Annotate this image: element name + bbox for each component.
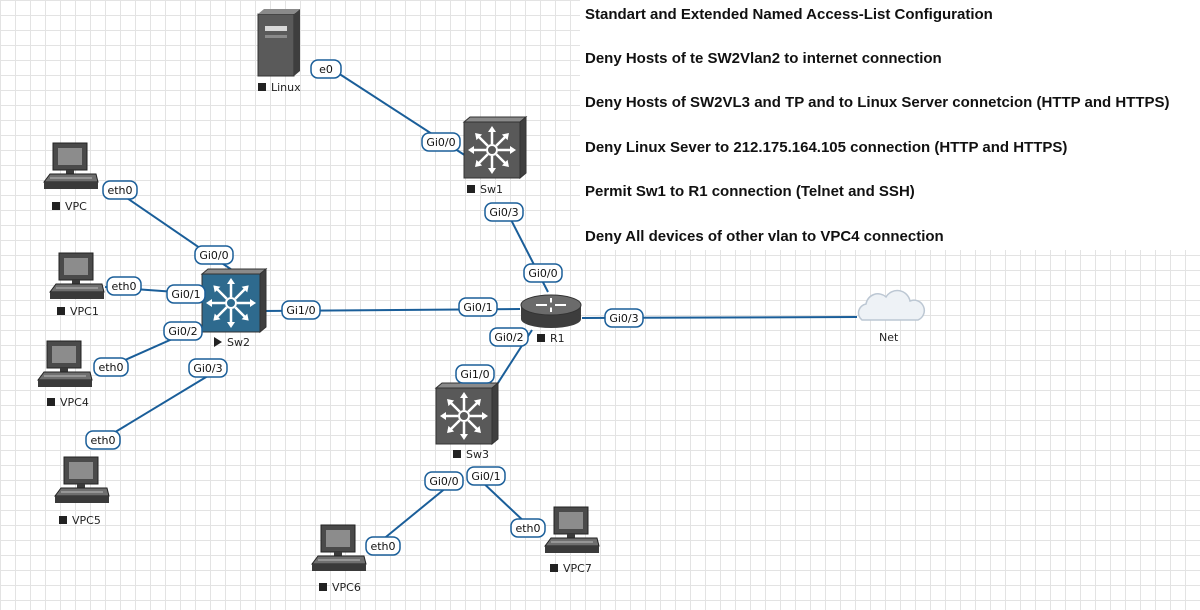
port-label-sw2-gi1-0[interactable]: Gi1/0 — [281, 300, 321, 320]
svg-text:Gi0/1: Gi0/1 — [171, 288, 200, 301]
svg-text:Gi0/1: Gi0/1 — [463, 301, 492, 314]
note-rule-1: Deny Hosts of te SW2Vlan2 to internet co… — [585, 50, 942, 67]
pc-icon — [49, 252, 105, 299]
status-square-icon — [59, 516, 67, 524]
status-square-icon — [57, 307, 65, 315]
port-label-r1-gi0-0[interactable]: Gi0/0 — [523, 263, 563, 283]
note-title: Standart and Extended Named Access-List … — [585, 6, 993, 23]
status-square-icon — [467, 185, 475, 193]
svg-text:eth0: eth0 — [98, 361, 123, 374]
status-square-icon — [47, 398, 55, 406]
status-square-icon — [537, 334, 545, 342]
node-r1[interactable]: R1 — [520, 294, 582, 345]
running-icon — [214, 337, 222, 347]
port-label-vpc-eth0[interactable]: eth0 — [102, 180, 138, 200]
port-label-sw3-gi1-0[interactable]: Gi1/0 — [455, 364, 495, 384]
node-label: Sw1 — [480, 183, 503, 196]
status-square-icon — [52, 202, 60, 210]
port-label-r1-gi0-1[interactable]: Gi0/1 — [458, 297, 498, 317]
node-label: R1 — [550, 332, 565, 345]
svg-text:Gi0/2: Gi0/2 — [168, 325, 197, 338]
svg-text:Gi0/3: Gi0/3 — [193, 362, 222, 375]
node-vpc5[interactable]: VPC5 — [54, 456, 110, 527]
svg-text:Gi0/3: Gi0/3 — [489, 206, 518, 219]
svg-text:Gi1/0: Gi1/0 — [286, 304, 315, 317]
port-label-sw2-gi0-0[interactable]: Gi0/0 — [194, 245, 234, 265]
node-label: VPC5 — [72, 514, 101, 527]
port-label-vpc5-eth0[interactable]: eth0 — [85, 430, 121, 450]
svg-text:Gi0/0: Gi0/0 — [528, 267, 557, 280]
node-vpc[interactable]: VPC — [43, 142, 99, 213]
cloud-icon — [857, 289, 926, 321]
port-label-vpc4-eth0[interactable]: eth0 — [93, 357, 129, 377]
port-label-r1-gi0-2[interactable]: Gi0/2 — [489, 327, 529, 347]
svg-text:Gi0/3: Gi0/3 — [609, 312, 638, 325]
pc-icon — [311, 524, 367, 571]
server-icon — [257, 9, 300, 77]
port-label-sw2-gi0-1[interactable]: Gi0/1 — [166, 284, 206, 304]
pc-icon — [43, 142, 99, 189]
node-sw3[interactable]: Sw3 — [434, 381, 500, 461]
note-rule-5: Deny All devices of other vlan to VPC4 c… — [585, 228, 944, 245]
pc-icon — [37, 340, 93, 387]
port-label-vpc7-eth0[interactable]: eth0 — [510, 518, 546, 538]
svg-text:Gi1/0: Gi1/0 — [460, 368, 489, 381]
node-vpc4[interactable]: VPC4 — [37, 340, 93, 409]
pc-icon — [54, 456, 110, 503]
port-label-sw2-gi0-2[interactable]: Gi0/2 — [163, 321, 203, 341]
svg-text:e0: e0 — [319, 63, 333, 76]
port-label-sw3-gi0-1[interactable]: Gi0/1 — [466, 466, 506, 486]
port-label-r1-gi0-3[interactable]: Gi0/3 — [604, 308, 644, 328]
multilayer-switch-icon — [434, 381, 500, 446]
node-vpc6[interactable]: VPC6 — [311, 524, 367, 594]
port-label-sw2-gi0-3[interactable]: Gi0/3 — [188, 358, 228, 378]
port-label-vpc1-eth0[interactable]: eth0 — [106, 276, 142, 296]
node-label: VPC6 — [332, 581, 361, 594]
node-label: Net — [879, 331, 899, 344]
status-square-icon — [258, 83, 266, 91]
status-square-icon — [319, 583, 327, 591]
status-square-icon — [453, 450, 461, 458]
note-rule-2: Deny Hosts of SW2VL3 and TP and to Linux… — [585, 94, 1170, 111]
node-vpc7[interactable]: VPC7 — [544, 506, 600, 575]
node-linux[interactable]: Linux — [257, 9, 301, 94]
svg-text:Gi0/1: Gi0/1 — [471, 470, 500, 483]
multilayer-switch-icon — [200, 267, 268, 334]
svg-text:eth0: eth0 — [370, 540, 395, 553]
node-label: Linux — [271, 81, 301, 94]
node-sw2[interactable]: Sw2 — [200, 267, 268, 349]
note-rule-3: Deny Linux Sever to 212.175.164.105 conn… — [585, 139, 1068, 156]
svg-text:eth0: eth0 — [90, 434, 115, 447]
port-label-sw1-gi0-3[interactable]: Gi0/3 — [484, 202, 524, 222]
node-net[interactable]: Net — [857, 289, 926, 344]
node-label: VPC7 — [563, 562, 592, 575]
multilayer-switch-icon — [462, 115, 528, 180]
router-icon — [520, 294, 582, 328]
svg-text:eth0: eth0 — [111, 280, 136, 293]
node-label: Sw3 — [466, 448, 489, 461]
node-sw1[interactable]: Sw1 — [462, 115, 528, 196]
svg-text:Gi0/2: Gi0/2 — [494, 331, 523, 344]
port-label-sw3-gi0-0[interactable]: Gi0/0 — [424, 471, 464, 491]
svg-text:Gi0/0: Gi0/0 — [199, 249, 228, 262]
access-list-notes: Standart and Extended Named Access-List … — [580, 0, 1200, 250]
note-rule-4: Permit Sw1 to R1 connection (Telnet and … — [585, 183, 915, 200]
node-label: VPC1 — [70, 305, 99, 318]
port-label-sw1-gi0-0[interactable]: Gi0/0 — [421, 132, 461, 152]
port-label-vpc6-eth0[interactable]: eth0 — [365, 536, 401, 556]
pc-icon — [544, 506, 600, 553]
ports-layer: e0Gi0/0Gi0/3Gi0/0eth0Gi0/0eth0Gi0/1eth0G… — [85, 59, 644, 556]
svg-text:Gi0/0: Gi0/0 — [429, 475, 458, 488]
status-square-icon — [550, 564, 558, 572]
svg-text:Gi0/0: Gi0/0 — [426, 136, 455, 149]
node-label: VPC — [65, 200, 87, 213]
node-vpc1[interactable]: VPC1 — [49, 252, 105, 318]
node-label: VPC4 — [60, 396, 89, 409]
node-label: Sw2 — [227, 336, 250, 349]
svg-text:eth0: eth0 — [107, 184, 132, 197]
svg-text:eth0: eth0 — [515, 522, 540, 535]
port-label-linux-e0[interactable]: e0 — [310, 59, 342, 79]
